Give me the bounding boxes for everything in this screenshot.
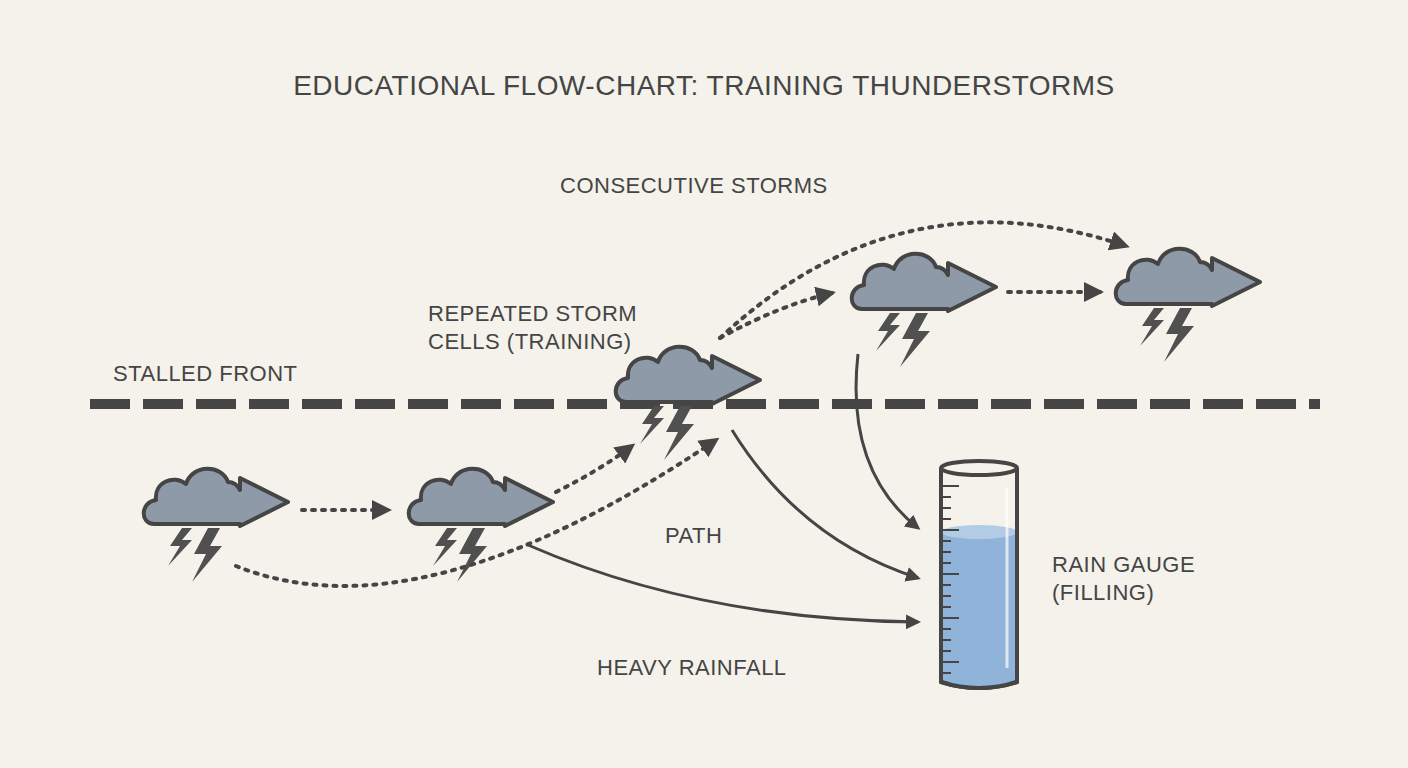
storm-cloud (409, 469, 553, 582)
path-label: PATH (665, 522, 745, 550)
gauge-outline (935, 458, 1025, 694)
storm-cloud (616, 347, 760, 460)
storm-cloud (852, 254, 996, 367)
annotation-label: REPEATED STORM CELLS (TRAINING) (428, 300, 663, 356)
rain-gauge: RAIN GAUGE (FILLING) (935, 458, 1025, 694)
storm-cloud (1116, 249, 1260, 362)
diagram-title: EDUCATIONAL FLOW-CHART: TRAINING THUNDER… (0, 70, 1408, 102)
section-label: CONSECUTIVE STORMS (560, 172, 860, 200)
rainfall-label: HEAVY RAINFALL (597, 654, 817, 682)
storm-paths (236, 222, 1126, 586)
rainfall-arrows (528, 354, 918, 622)
front-label: STALLED FRONT (113, 360, 333, 388)
node-label: RAIN GAUGE (FILLING) (1052, 551, 1222, 607)
storm-cloud (144, 469, 288, 582)
